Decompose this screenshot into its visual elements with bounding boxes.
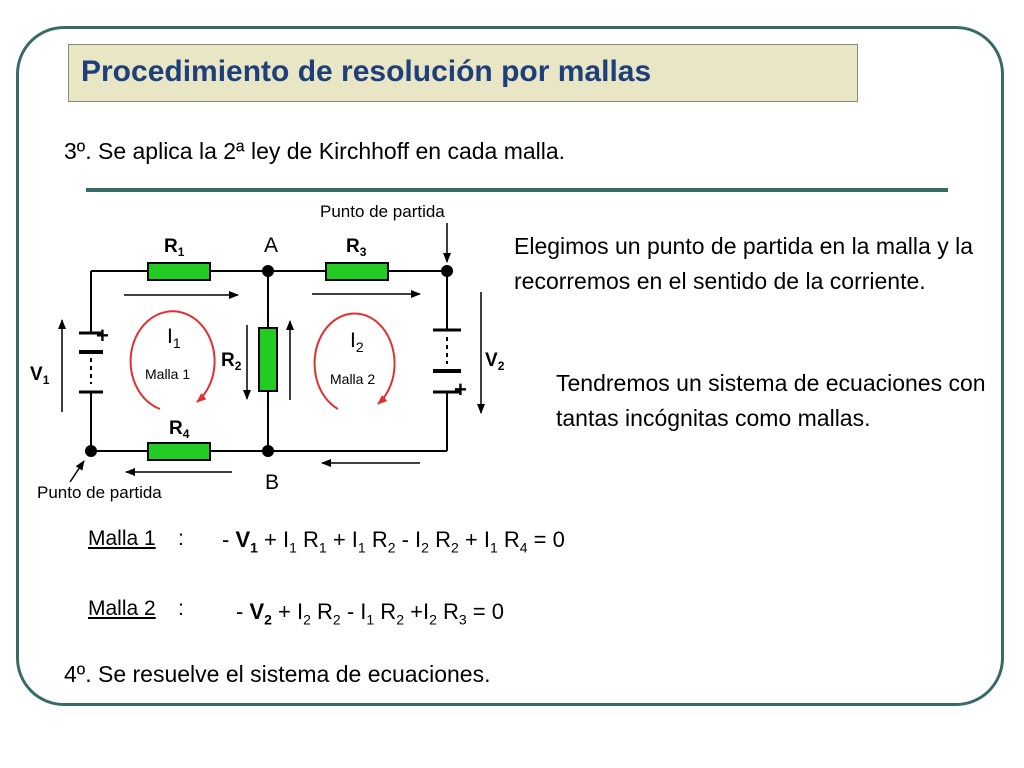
equation-subscript: 3 — [458, 611, 467, 628]
equation-subscript: 2 — [450, 539, 459, 556]
node-b-label: B — [265, 471, 279, 494]
equation-malla-2: - V2 + I2 R2 - I1 R2 +I2 R3 = 0 — [236, 599, 504, 627]
loop-arrow-mesh-1 — [129, 310, 216, 410]
explanation-start-point: Elegimos un punto de partida en la malla… — [514, 233, 974, 294]
node-a-dot — [262, 265, 274, 277]
equation-term: R — [436, 599, 459, 624]
equation-term: - I — [395, 527, 422, 552]
step-3-text: 3º. Se aplica la 2ª ley de Kirchhoff en … — [64, 138, 566, 164]
equation-subscript: 1 — [357, 539, 366, 556]
start-point-top-label: Punto de partida — [320, 202, 445, 221]
i2-label: I2 — [350, 329, 364, 355]
equation-subscript: 2 — [429, 611, 437, 628]
loop-arrow-mesh-2 — [313, 312, 396, 410]
equation-subscript: 1 — [366, 611, 375, 628]
equation-subscript: 1 — [289, 539, 297, 556]
battery-v2 — [433, 328, 461, 394]
resistor-r4 — [147, 442, 211, 461]
malla-1-label: Malla 1 — [88, 527, 156, 550]
equation-subscript: 1 — [250, 539, 258, 556]
r1-label: R1 — [164, 236, 185, 259]
step-4-text: 4º. Se resuelve el sistema de ecuaciones… — [64, 661, 491, 687]
node-a-label: A — [264, 234, 278, 257]
equation-term: - — [222, 527, 236, 552]
equation-term: R — [497, 527, 520, 552]
equation-subscript: 2 — [396, 611, 404, 628]
equation-subscript: 2 — [332, 611, 341, 628]
slide-title: Procedimiento de resolución por mallas — [81, 55, 652, 88]
explanation-equation-system: Tendremos un sistema de ecuaciones con t… — [556, 370, 986, 431]
equation-subscript: 2 — [264, 611, 272, 628]
equation-term: - — [236, 599, 250, 624]
equation-term: = 0 — [527, 527, 565, 552]
slide-frame — [16, 26, 1004, 706]
start-point-bottom-label: Punto de partida — [37, 483, 162, 502]
r2-label: R2 — [221, 350, 242, 373]
equation-term: - I — [340, 599, 367, 624]
malla-2-label: Malla 2 — [88, 597, 156, 620]
equation-term: R — [296, 527, 319, 552]
v1-plus-sign: + — [96, 323, 109, 348]
resistor-r2 — [258, 327, 278, 392]
equation-term: V — [235, 527, 251, 552]
equation-term: = 0 — [466, 599, 504, 624]
equation-subscript: 2 — [303, 611, 311, 628]
divider-line — [86, 188, 948, 192]
equation-subscript: 4 — [519, 539, 528, 556]
mesh-1-label: Malla 1 — [145, 366, 190, 382]
equation-malla-1: - V1 + I1 R1 + I1 R2 - I2 R2 + I1 R4 = 0 — [222, 527, 565, 555]
equation-subscript: 1 — [489, 539, 498, 556]
v2-plus-sign: + — [454, 377, 467, 402]
equation-term: + I — [458, 527, 490, 552]
battery-v1 — [79, 331, 103, 394]
i1-label: I1 — [167, 325, 181, 351]
v2-label: V2 — [485, 350, 505, 373]
malla-2-colon: : — [178, 597, 184, 620]
mesh-2-label: Malla 2 — [330, 371, 375, 387]
resistor-r3 — [325, 262, 389, 281]
equation-term: R — [428, 527, 451, 552]
equation-subscript: 1 — [318, 539, 327, 556]
r3-label: R3 — [346, 236, 367, 259]
equation-term: + I — [271, 599, 304, 624]
equation-term: R — [374, 599, 397, 624]
node-b-dot — [262, 445, 274, 457]
malla-1-colon: : — [178, 527, 184, 550]
equation-subscript: 2 — [387, 539, 396, 556]
equation-term: V — [249, 599, 265, 624]
equation-subscript: 2 — [421, 539, 429, 556]
v1-label: V1 — [30, 364, 50, 387]
equation-term: + I — [326, 527, 358, 552]
equation-term: R — [365, 527, 388, 552]
resistor-r1 — [147, 262, 211, 281]
r4-label: R4 — [169, 418, 190, 441]
equation-term: R — [310, 599, 333, 624]
title-box: Procedimiento de resolución por mallas — [68, 44, 858, 102]
equation-term: +I — [403, 599, 430, 624]
start-point-bottom-dot — [85, 445, 97, 457]
equation-term: + I — [257, 527, 290, 552]
current-arrows — [58, 223, 485, 483]
start-point-top-dot — [441, 265, 453, 277]
